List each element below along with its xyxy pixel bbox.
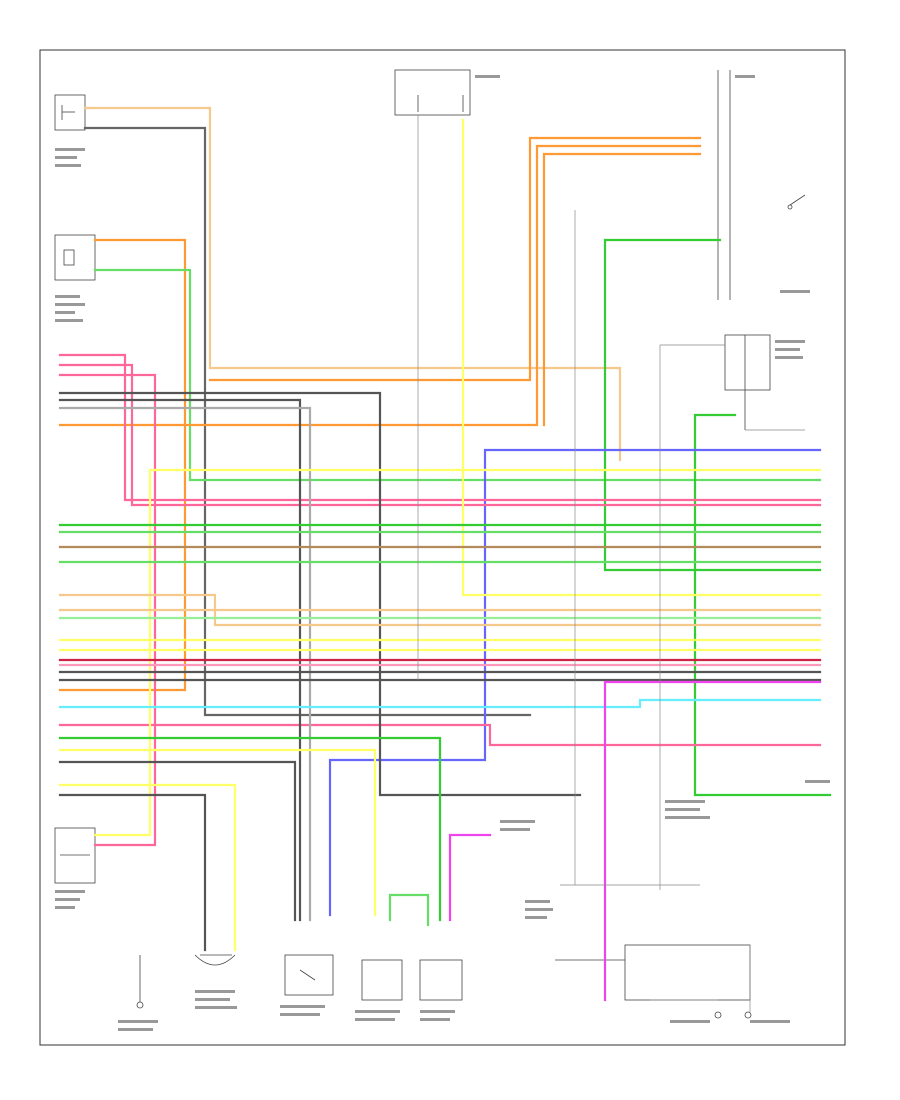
wire-cyan: [58, 698, 822, 709]
wire-black-top: [83, 126, 532, 717]
wire-black-2: [58, 398, 302, 922]
wire-tan-top: [83, 106, 622, 462]
wire-yellow-vert: [58, 783, 237, 952]
thin-lines: [417, 115, 805, 1012]
component-bottom-module-d: [419, 959, 463, 1001]
wire-group: [58, 106, 832, 1002]
wire-yellow-down: [58, 748, 377, 917]
diagram-border: [39, 49, 846, 1046]
wire-orange-long-1: [208, 136, 702, 382]
wire-violet-down: [448, 833, 492, 922]
wire-yellow-top: [461, 118, 822, 597]
wire-violet-right: [603, 680, 822, 1002]
component-top-right-relay: [717, 70, 806, 300]
wire-green-down: [58, 736, 442, 922]
wire-yellow-left: [93, 468, 822, 837]
component-bottom-right-module: [555, 944, 751, 1001]
label-marks: [55, 75, 830, 1031]
ground-symbols: [136, 955, 752, 1019]
wire-orange-long-3: [542, 152, 702, 427]
wire-orange-long-2: [58, 144, 702, 427]
wire-pink-2: [58, 363, 822, 507]
wire-lightgreen-down: [388, 893, 430, 927]
wire-lightgreen-mid: [93, 268, 822, 482]
wire-black-1: [58, 391, 582, 797]
component-top-center-module: [394, 69, 471, 116]
wire-pink-1: [58, 353, 822, 502]
wire-black-vert: [58, 760, 297, 922]
component-bottom-module-b: [284, 954, 334, 996]
component-bottom-sensor-a: [194, 954, 236, 966]
wire-pink-long: [58, 723, 822, 747]
component-left-sensor-2: [54, 234, 96, 281]
wire-green-right: [603, 238, 822, 572]
component-top-left-sensor: [54, 94, 86, 131]
wire-black-bottom: [58, 793, 207, 952]
component-bottom-left-sensor: [54, 827, 96, 884]
wire-green-far-right: [693, 413, 832, 797]
wire-blue: [328, 448, 822, 917]
wire-orange-lower: [58, 238, 187, 692]
component-right-fuel-sender: [724, 334, 771, 430]
component-bottom-module-c: [361, 959, 403, 1001]
